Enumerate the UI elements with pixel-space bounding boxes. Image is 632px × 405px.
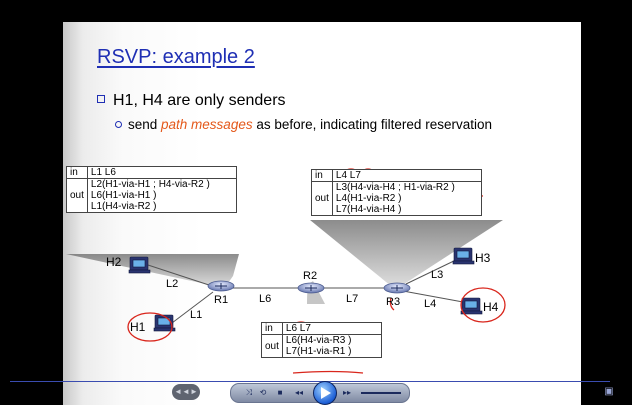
table-r3-out-row: L7(H4-via-H4 ) (335, 204, 402, 215)
computer-icon (460, 297, 483, 315)
volume-slider[interactable] (361, 392, 401, 394)
bullet-senders: H1, H4 are only senders (97, 92, 286, 110)
table-r3-out-key: out (312, 181, 333, 215)
router-label-r1: R1 (214, 294, 229, 306)
next-icon[interactable]: ▸▸ (342, 388, 352, 397)
table-r1-out-row: L1(H4-via-R2 ) (90, 201, 157, 212)
table-r1-in-key: in (67, 167, 88, 179)
link-l3 (405, 258, 459, 285)
annotation-circle-h4 (460, 287, 506, 323)
previous-icon[interactable]: ◂◂ (294, 388, 304, 397)
link-label-l3: L3 (431, 269, 444, 281)
fan-r1 (66, 254, 239, 288)
computer-icon (452, 247, 475, 265)
router-label-r2: R2 (303, 270, 318, 282)
bullet2-pre: send (128, 117, 162, 132)
router-icon (383, 282, 411, 294)
link-label-l4: L4 (424, 298, 437, 310)
link-l2 (147, 264, 216, 288)
play-icon (321, 387, 331, 399)
table-r2-out-row: L6(H4-via-R3 ) (285, 335, 352, 346)
router-label-r3: R3 (386, 296, 401, 308)
bullet-path-messages: send path messages as before, indicating… (115, 117, 492, 132)
host-label-h4: H4 (483, 300, 499, 314)
bullet2-post: as before, indicating filtered reservati… (252, 117, 492, 132)
table-r2-in-key: in (262, 323, 283, 335)
table-r2-out-row: L7(H1-via-R1 ) (285, 346, 352, 357)
player-controls: ⤨ ⟲ ■ ◂◂ ▸▸ (230, 381, 410, 405)
circle-bullet-icon (115, 120, 122, 128)
extra-controls-button[interactable]: ◄◄► (172, 384, 200, 400)
table-r2-in-val: L6 L7 (282, 323, 381, 335)
computer-icon (128, 256, 151, 274)
host-label-h1: H1 (130, 320, 146, 334)
table-r1-in-val: L1 L6 (87, 167, 236, 179)
router-icon (207, 280, 235, 292)
table-r3-in-val: L4 L7 (332, 170, 481, 182)
play-button[interactable] (313, 381, 337, 405)
annotation-circle-h1 (127, 312, 173, 342)
table-r3-in-key: in (312, 170, 333, 182)
table-r1-out-row: L6(H1-via-H1 ) (90, 190, 157, 201)
link-l4 (402, 290, 464, 303)
link-label-l1: L1 (190, 309, 203, 321)
minimize-icon[interactable]: ▣ (604, 386, 614, 397)
link-l1 (167, 291, 214, 327)
seek-bar[interactable] (10, 381, 610, 382)
network-diagram (66, 166, 506, 374)
annotation-mark-l4 (389, 297, 395, 311)
repeat-icon[interactable]: ⟲ (259, 388, 267, 397)
annotation-underline-r2 (292, 370, 364, 374)
host-label-h2: H2 (106, 255, 122, 269)
link-label-l6: L6 (259, 293, 272, 305)
square-bullet-icon (97, 94, 105, 103)
bullet2-emphasis: path messages (161, 117, 253, 132)
link-label-l7: L7 (346, 293, 359, 305)
link-label-l2: L2 (166, 278, 179, 290)
slide-title: RSVP: example 2 (97, 46, 255, 68)
stop-icon[interactable]: ■ (277, 388, 283, 397)
fan-r3 (310, 220, 503, 288)
shuffle-icon[interactable]: ⤨ (245, 388, 253, 397)
table-r1-out-row: L2(H1-via-H1 ; H4-via-R2 ) (90, 179, 210, 190)
slide: RSVP: example 2 H1, H4 are only senders … (63, 22, 581, 405)
table-r1-out-key: out (67, 178, 88, 212)
bullet-senders-text: H1, H4 are only senders (113, 92, 286, 109)
table-r2-out-key: out (262, 334, 283, 357)
table-r3-out-row: L3(H4-via-H4 ; H1-via-R2 ) (335, 182, 455, 193)
table-r3-out-row: L4(H1-via-R2 ) (335, 193, 402, 204)
host-label-h3: H3 (475, 251, 491, 265)
router-icon (297, 282, 325, 294)
